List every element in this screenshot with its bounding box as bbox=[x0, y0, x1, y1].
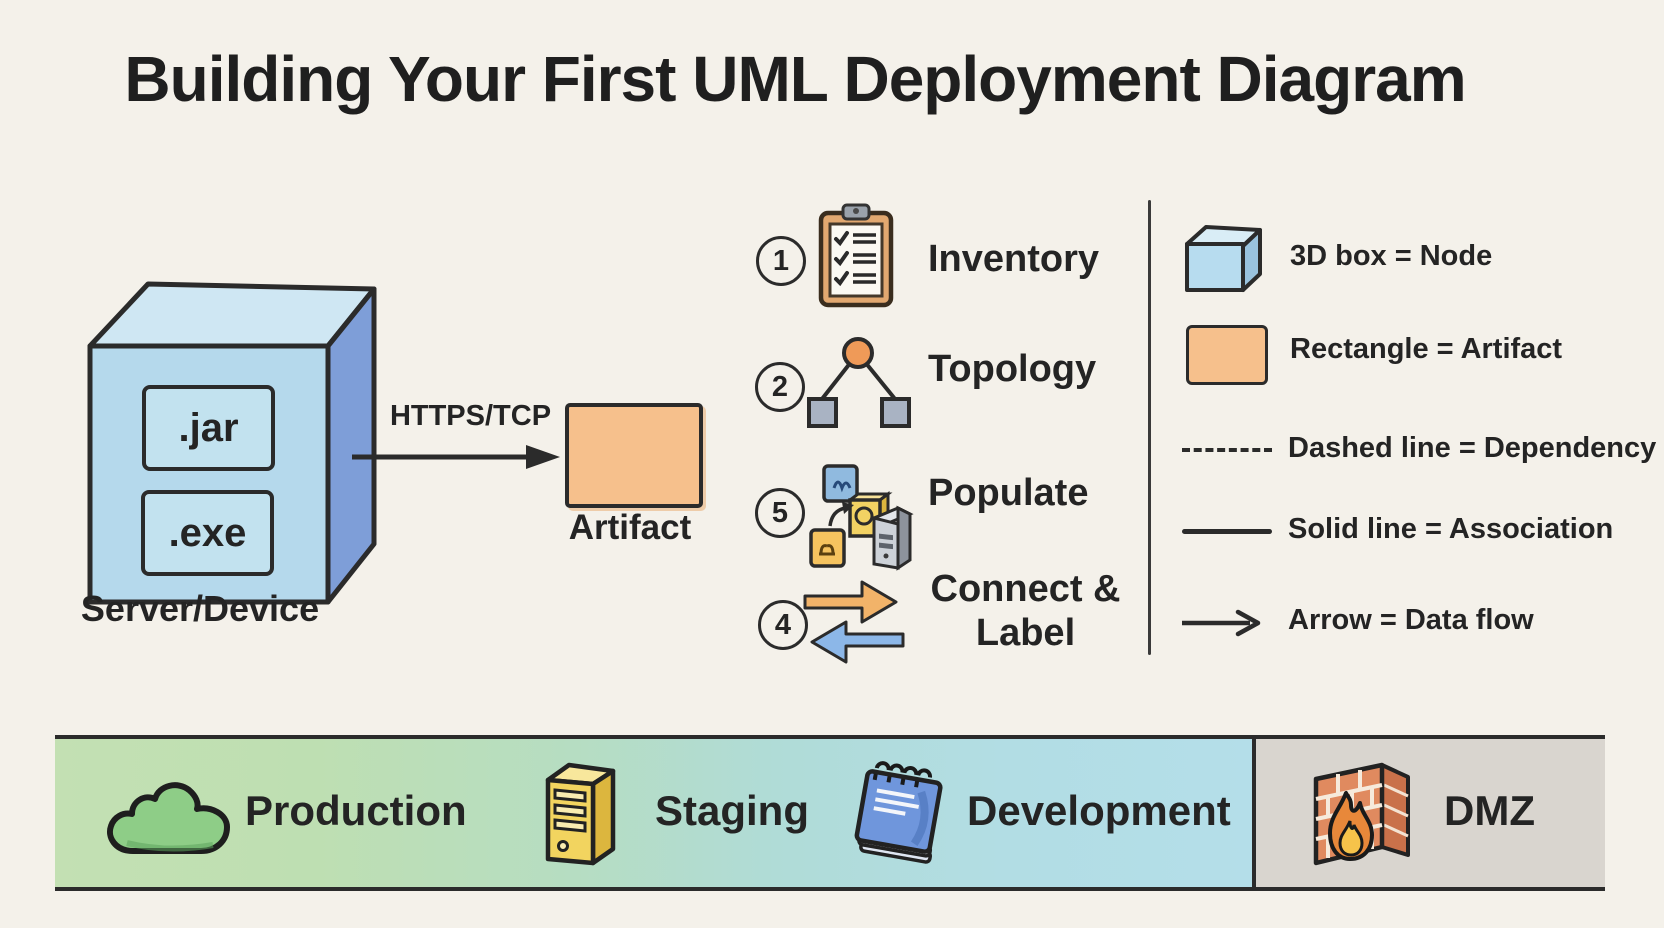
legend-association-label: Solid line = Association bbox=[1288, 513, 1614, 545]
step-5-label: Populate bbox=[928, 472, 1089, 514]
step-4-number: 4 bbox=[774, 608, 792, 641]
clipboard-checklist-icon bbox=[818, 203, 894, 308]
node-label: Server/Device bbox=[80, 588, 320, 629]
env-dmz-label: DMZ bbox=[1444, 787, 1535, 834]
legend-dependency-label: Dashed line = Dependency bbox=[1288, 432, 1657, 464]
dmz-zone: DMZ bbox=[1252, 739, 1605, 887]
artifact-label: Artifact bbox=[568, 508, 692, 547]
step-2-number: 2 bbox=[771, 370, 789, 403]
exe-label: .exe bbox=[168, 510, 247, 555]
two-way-arrows-icon bbox=[803, 580, 905, 664]
page-title: Building Your First UML Deployment Diagr… bbox=[124, 43, 1466, 115]
legend-node-label: 3D box = Node bbox=[1290, 240, 1493, 272]
legend-3d-box-icon bbox=[1185, 225, 1262, 292]
step-1-label: Inventory bbox=[928, 238, 1100, 280]
env-staging-label: Staging bbox=[655, 787, 809, 834]
step-4-label: Connect & Label bbox=[930, 568, 1121, 654]
step-number-badge: 5 bbox=[755, 488, 805, 538]
artifact-rectangle bbox=[565, 403, 703, 508]
step-number-badge: 2 bbox=[755, 362, 805, 412]
environments-banner: Production Staging bbox=[55, 735, 1605, 891]
notebook-icon bbox=[854, 761, 943, 864]
environments-zone: Production Staging bbox=[55, 739, 1252, 887]
step-1-number: 1 bbox=[772, 244, 790, 277]
legend-dashed-line-icon bbox=[1182, 448, 1272, 452]
packages-server-icon bbox=[809, 464, 914, 571]
step-2-label: Topology bbox=[928, 348, 1097, 390]
env-development-label: Development bbox=[967, 787, 1231, 834]
deployed-artifact-exe: .exe bbox=[141, 490, 274, 576]
legend-artifact-label: Rectangle = Artifact bbox=[1290, 333, 1563, 365]
connection-label: HTTPS/TCP bbox=[389, 400, 552, 432]
data-flow-arrow-icon bbox=[352, 445, 560, 469]
legend-dataflow-label: Arrow = Data flow bbox=[1288, 604, 1534, 636]
jar-label: .jar bbox=[178, 405, 239, 450]
legend-divider bbox=[1148, 200, 1151, 655]
legend-solid-line-icon bbox=[1182, 529, 1272, 534]
env-production-label: Production bbox=[245, 787, 467, 834]
cloud-icon bbox=[107, 782, 230, 854]
firewall-icon bbox=[1313, 762, 1410, 866]
step-number-badge: 4 bbox=[758, 600, 808, 650]
step-number-badge: 1 bbox=[756, 236, 806, 286]
legend-arrow-icon bbox=[1182, 609, 1261, 637]
legend-rectangle-icon bbox=[1186, 325, 1268, 385]
node-tree-icon bbox=[807, 337, 911, 428]
deployed-artifact-jar: .jar bbox=[142, 385, 275, 471]
step-5-number: 5 bbox=[771, 496, 789, 529]
server-tower-icon bbox=[545, 762, 616, 866]
